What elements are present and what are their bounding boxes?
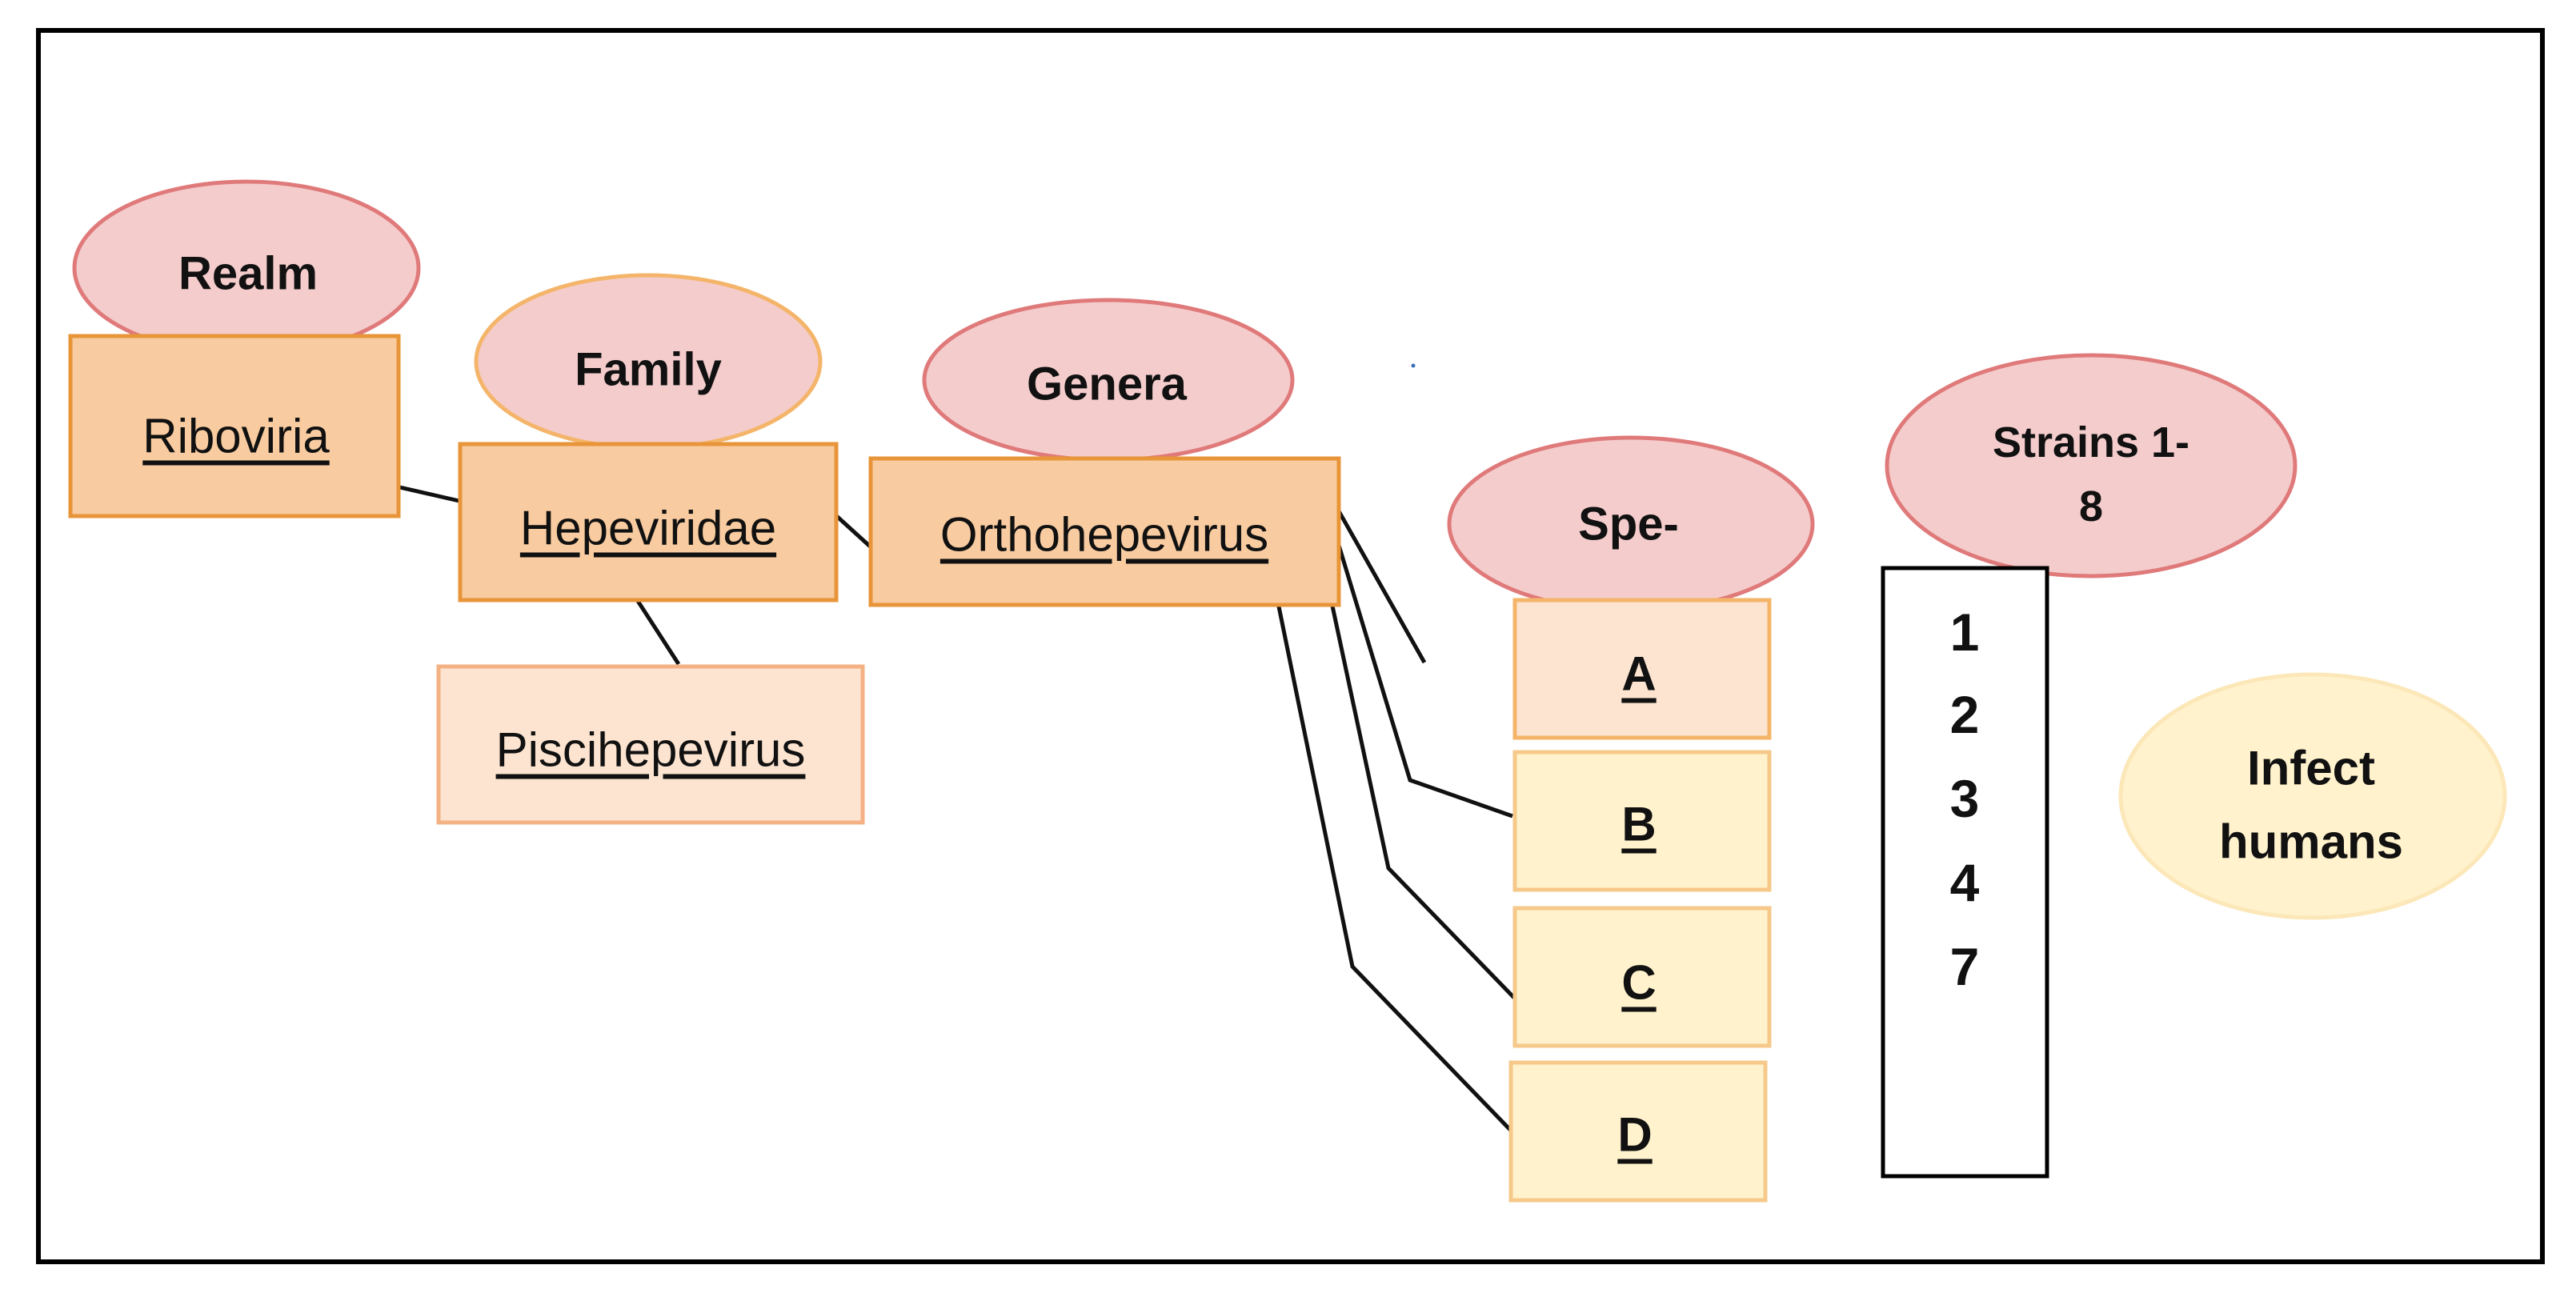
species-b-label: B bbox=[1621, 798, 1656, 851]
line-hepeviridae-piscihepevirus bbox=[634, 597, 681, 666]
genera-ellipse: Genera bbox=[922, 298, 1295, 462]
family-ellipse: Family bbox=[474, 273, 823, 450]
connector-lines bbox=[395, 484, 1518, 1134]
riboviria-box: Riboviria bbox=[68, 334, 401, 518]
strains-ellipse: Strains 1- 8 bbox=[1885, 353, 2298, 578]
infect-label-line2: humans bbox=[2219, 815, 2403, 869]
species-b-box: B bbox=[1512, 750, 1772, 892]
species-label: Spe- bbox=[1578, 498, 1679, 550]
line-riboviria-hepeviridae bbox=[395, 484, 463, 504]
diagram-frame bbox=[36, 28, 2545, 1264]
strains-list-box: 1 2 3 4 7 bbox=[1881, 566, 2049, 1179]
family-label: Family bbox=[575, 344, 722, 396]
riboviria-label: Riboviria bbox=[142, 410, 330, 463]
species-a-box: A bbox=[1512, 598, 1772, 740]
infect-humans-ellipse: Infect humans bbox=[2118, 672, 2507, 920]
piscihepevirus-label: Piscihepevirus bbox=[496, 723, 806, 777]
genera-label: Genera bbox=[1027, 358, 1188, 410]
strain-item: 2 bbox=[1950, 685, 1980, 744]
species-d-box: D bbox=[1508, 1060, 1768, 1203]
strain-item: 3 bbox=[1950, 769, 1980, 828]
strains-label-line1: Strains 1- bbox=[1993, 418, 2189, 466]
line-ortho-to-d bbox=[1276, 606, 1514, 1134]
strain-item: 1 bbox=[1950, 602, 1980, 662]
realm-ellipse: Realm bbox=[72, 179, 421, 357]
orthohepevirus-box: Orthohepevirus bbox=[868, 456, 1341, 607]
line-ortho-to-c bbox=[1328, 598, 1518, 1002]
species-ellipse: Spe- bbox=[1447, 435, 1815, 613]
hepeviridae-box: Hepeviridae bbox=[458, 442, 839, 602]
line-ortho-to-a bbox=[1332, 502, 1427, 664]
strain-item: 4 bbox=[1950, 853, 1980, 912]
piscihepevirus-box: Piscihepevirus bbox=[436, 664, 865, 825]
species-c-label: C bbox=[1621, 956, 1656, 1010]
orthohepevirus-label: Orthohepevirus bbox=[940, 508, 1268, 562]
infect-label-line1: Infect bbox=[2247, 742, 2375, 795]
species-a-label: A bbox=[1621, 647, 1656, 701]
stray-dot bbox=[1411, 363, 1416, 368]
hepeviridae-label: Hepeviridae bbox=[520, 502, 776, 555]
strains-label-line2: 8 bbox=[2079, 482, 2103, 530]
species-c-box: C bbox=[1512, 906, 1772, 1048]
species-d-label: D bbox=[1617, 1108, 1652, 1162]
line-ortho-to-b bbox=[1332, 531, 1513, 819]
realm-label: Realm bbox=[178, 248, 318, 300]
strain-item: 7 bbox=[1950, 937, 1980, 996]
